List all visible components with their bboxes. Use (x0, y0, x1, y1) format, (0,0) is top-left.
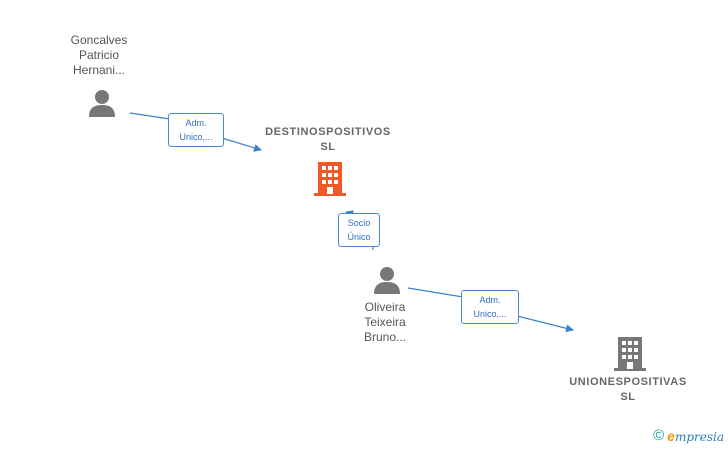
person2-name-line: Oliveira (364, 300, 406, 314)
edge1-label-line: Unico,... (179, 132, 213, 142)
person1-name-line: Hernani... (72, 63, 126, 77)
person-icon[interactable] (87, 88, 117, 118)
person2-name[interactable]: Oliveira Teixeira Bruno... (325, 300, 445, 345)
brand-rest: mpresia (674, 429, 724, 444)
edge2-label-line: Único (347, 232, 371, 242)
edge3-label-line: Unico,... (473, 309, 507, 319)
edge-person1-to-company1 (129, 112, 261, 150)
person-icon[interactable] (372, 265, 402, 295)
company2-name[interactable]: UNIONESPOSITIVAS SL (543, 375, 713, 405)
person1-name-line: Goncalves (70, 33, 128, 47)
edge3-label[interactable]: Adm. Unico,... (461, 290, 519, 324)
person1-name[interactable]: Goncalves Patricio Hernani... (39, 33, 159, 78)
person2-name-line: Bruno... (363, 330, 407, 344)
company1-name-line: SL (320, 141, 336, 153)
brand-wordmark: empresia (667, 428, 724, 444)
edge3-label-line: Adm. (479, 295, 501, 305)
brand-initial: e (667, 427, 675, 444)
edge2-label-line: Socio (347, 218, 371, 228)
edge1-label-line: Adm. (185, 118, 207, 128)
company2-name-line: SL (620, 391, 636, 403)
edge2-label[interactable]: Socio Único (338, 213, 380, 247)
person2-name-line: Teixeira (364, 315, 406, 329)
company1-name[interactable]: DESTINOSPOSITIVOS SL (243, 125, 413, 155)
company1-name-line: DESTINOSPOSITIVOS (265, 126, 391, 138)
copyright-symbol: © (653, 427, 665, 444)
edge1-label[interactable]: Adm. Unico,... (168, 113, 224, 147)
building-icon[interactable] (314, 160, 346, 196)
edge-person2-to-company2 (407, 287, 573, 330)
company2-name-line: UNIONESPOSITIVAS (569, 376, 687, 388)
empresia-logo[interactable]: © empresia (653, 427, 724, 444)
building-icon[interactable] (614, 335, 646, 371)
person1-name-line: Patricio (78, 48, 119, 62)
